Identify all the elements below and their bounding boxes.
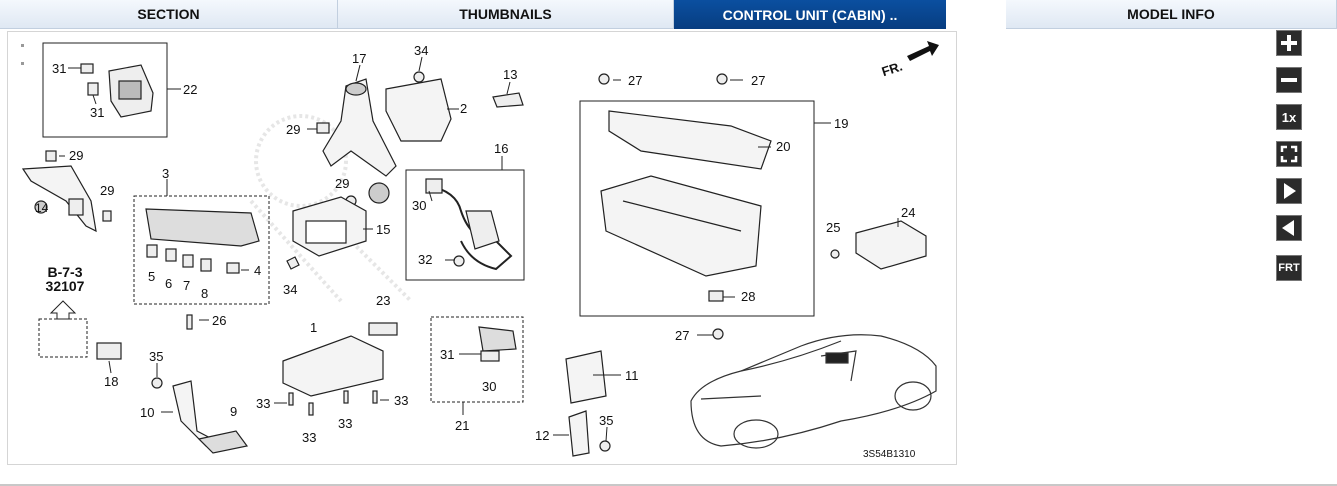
front-direction-label: FR.: [880, 59, 905, 80]
minus-icon: [1281, 78, 1297, 82]
callout: 30: [412, 198, 426, 213]
callout: 21: [455, 418, 469, 433]
tab-model-info[interactable]: MODEL INFO: [1006, 0, 1337, 29]
part-illustrations: [21, 63, 927, 457]
callout: 13: [503, 67, 517, 82]
callout: 8: [201, 286, 208, 301]
callout: 15: [376, 222, 390, 237]
actual-size-label: 1x: [1281, 109, 1297, 125]
front-view-button[interactable]: FRT: [1276, 255, 1302, 281]
callout: 25: [826, 220, 840, 235]
callout: 20: [776, 139, 790, 154]
callout: 2: [460, 101, 467, 116]
callout: 35: [599, 413, 613, 428]
tab-control-unit-cabin[interactable]: CONTROL UNIT (CABIN) ..: [674, 0, 946, 29]
callout: 35: [149, 349, 163, 364]
diagram-code: 3S54B1310: [863, 449, 916, 460]
callout: 11: [625, 368, 639, 383]
callout: 27: [751, 73, 765, 88]
zoom-in-button[interactable]: [1276, 30, 1302, 56]
callout: 3: [162, 166, 169, 181]
parts-diagram-canvas: FR. B-7-3 32107: [21, 41, 939, 460]
tab-thumbnails[interactable]: THUMBNAILS: [338, 0, 674, 29]
callout: 26: [212, 313, 226, 328]
previous-button[interactable]: [1276, 215, 1302, 241]
callout: 28: [741, 289, 755, 304]
callout: 27: [628, 73, 642, 88]
next-button[interactable]: [1276, 178, 1302, 204]
callout: 22: [183, 82, 197, 97]
callout: 29: [100, 183, 114, 198]
reference-section: B-7-3: [47, 264, 82, 280]
callout: 31: [90, 105, 104, 120]
play-right-icon: [1284, 183, 1296, 199]
callout: 10: [140, 405, 154, 420]
callout: 31: [52, 61, 66, 76]
callout: 9: [230, 404, 237, 419]
callout: 24: [901, 205, 915, 220]
callout: 14: [35, 201, 49, 215]
callout: 6: [165, 276, 172, 291]
callout: 33: [338, 416, 352, 431]
play-left-icon: [1282, 220, 1294, 236]
plus-icon: [1281, 35, 1297, 51]
callout: 34: [414, 43, 428, 58]
callout: 7: [183, 278, 190, 293]
parts-diagram[interactable]: FR. B-7-3 32107: [7, 31, 957, 465]
callout: 4: [254, 263, 261, 278]
tab-section[interactable]: SECTION: [0, 0, 338, 29]
bottom-divider: [0, 484, 1337, 486]
callout: 23: [376, 293, 390, 308]
callout: 32: [418, 252, 432, 267]
callout-numbers: 31 22 31 17 34 13 27 27 29 2 29 29 14 16…: [35, 43, 915, 445]
actual-size-button[interactable]: 1x: [1276, 104, 1302, 130]
callout: 17: [352, 51, 366, 66]
vehicle-locator: [690, 334, 937, 449]
callout: 18: [104, 374, 118, 389]
callout: 29: [69, 148, 83, 163]
callout: 31: [440, 347, 454, 362]
fit-screen-icon: [1280, 145, 1298, 163]
front-view-label: FRT: [1278, 262, 1300, 274]
callout: 33: [394, 393, 408, 408]
reference-number: 32107: [46, 278, 85, 294]
callout: 1: [310, 320, 317, 335]
callout: 30: [482, 379, 496, 394]
callout: 34: [283, 282, 297, 297]
front-direction-arrow: [907, 41, 939, 61]
callout: 29: [286, 122, 300, 137]
callout: 27: [675, 328, 689, 343]
callout: 29: [335, 176, 349, 191]
callout: 5: [148, 269, 155, 284]
callout: 19: [834, 116, 848, 131]
fit-to-window-button[interactable]: [1276, 141, 1302, 167]
callout: 12: [535, 428, 549, 443]
callout: 16: [494, 141, 508, 156]
callout: 33: [302, 430, 316, 445]
zoom-out-button[interactable]: [1276, 67, 1302, 93]
callout: 33: [256, 396, 270, 411]
